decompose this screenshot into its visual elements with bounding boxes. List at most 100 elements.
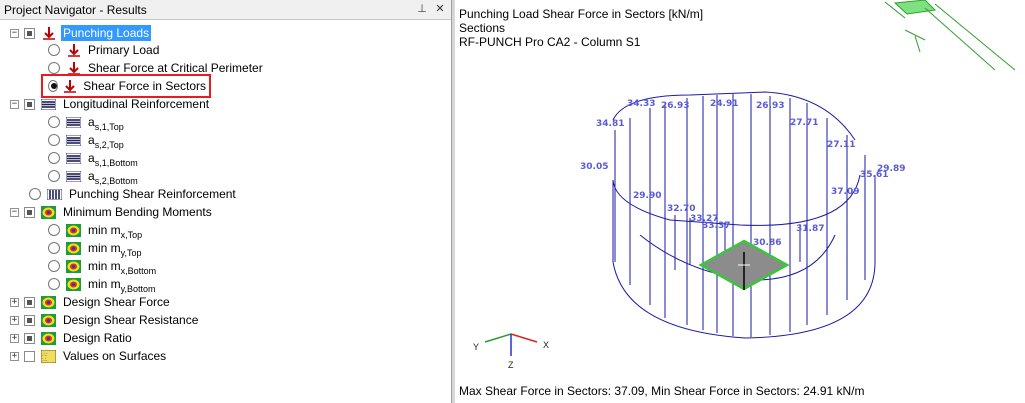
tree-node-as-2-bottom[interactable]: as,2,Bottom: [48, 167, 140, 186]
tree-node-min-my-top[interactable]: min my,Top: [48, 239, 144, 258]
collapse-icon[interactable]: −: [10, 206, 19, 217]
tree-node-minimum-bending-moments[interactable]: − Minimum Bending Moments: [10, 203, 214, 221]
graphics-viewport[interactable]: Punching Load Shear Force in Sectors [kN…: [455, 0, 1025, 403]
radio-button[interactable]: [48, 170, 60, 182]
radio-button[interactable]: [48, 152, 60, 164]
radio-button-selected[interactable]: [48, 80, 59, 92]
radio-button[interactable]: [48, 62, 60, 74]
contour-icon: [41, 313, 56, 327]
tree-label[interactable]: Punching Loads: [61, 25, 152, 41]
radio-button[interactable]: [48, 278, 60, 290]
contour-icon: [66, 223, 81, 237]
tree-node-shear-force-critical-perimeter[interactable]: Shear Force at Critical Perimeter: [48, 59, 265, 77]
shear-force-diagram: 34.33 26.93 24.91 26.93 34.81 27.71 30.0…: [473, 0, 1016, 370]
tree-label[interactable]: min my,Top: [88, 241, 142, 258]
expand-icon[interactable]: +: [10, 350, 19, 361]
collapse-icon[interactable]: −: [10, 27, 19, 38]
group-checkbox[interactable]: [24, 27, 35, 39]
radio-button[interactable]: [48, 242, 60, 254]
tree-label[interactable]: Primary Load: [88, 43, 160, 57]
tree-node-primary-load[interactable]: Primary Load: [48, 41, 161, 59]
sector-value-label: 30.86: [753, 238, 781, 248]
navigator-tree: − Punching Loads Primary Load Shear Forc…: [0, 20, 451, 403]
tree-label[interactable]: Shear Force at Critical Perimeter: [88, 61, 263, 75]
tree-label[interactable]: as,1,Top: [88, 115, 124, 132]
expand-icon[interactable]: +: [10, 314, 19, 325]
tree-label[interactable]: Minimum Bending Moments: [63, 205, 212, 219]
sector-value-label: 37.09: [831, 187, 859, 197]
tree-node-longitudinal-reinforcement[interactable]: − Longitudinal Reinforcement: [10, 95, 211, 113]
close-icon[interactable]: ✕: [435, 3, 445, 15]
sector-value-label: 35.61: [860, 170, 888, 180]
tree-label[interactable]: as,2,Bottom: [88, 169, 138, 186]
tree-node-as-2-top[interactable]: as,2,Top: [48, 131, 126, 150]
red-punch-icon: [41, 26, 56, 40]
red-punch-icon: [66, 43, 81, 57]
sector-value-label: 24.91: [710, 99, 738, 109]
tree-node-as-1-top[interactable]: as,1,Top: [48, 113, 126, 132]
tree-label[interactable]: Design Shear Resistance: [63, 313, 199, 327]
group-checkbox[interactable]: [24, 98, 35, 110]
tree-label[interactable]: Values on Surfaces: [63, 349, 167, 363]
tree-label[interactable]: Shear Force in Sectors: [83, 79, 206, 93]
group-checkbox[interactable]: [24, 332, 35, 344]
tree-label[interactable]: Punching Shear Reinforcement: [69, 187, 236, 201]
tree-node-values-on-surfaces[interactable]: + .:.::.:. Values on Surfaces: [10, 347, 168, 365]
pin-icon[interactable]: ⊥: [417, 3, 427, 15]
tree-label[interactable]: as,2,Top: [88, 133, 124, 150]
collapse-icon[interactable]: −: [10, 98, 19, 109]
tree-label[interactable]: Design Ratio: [63, 331, 132, 345]
sector-value-label: 29.90: [633, 191, 661, 201]
tree-label[interactable]: as,1,Bottom: [88, 151, 138, 168]
group-checkbox[interactable]: [24, 296, 35, 308]
contour-icon: [41, 295, 56, 309]
tree-node-min-mx-top[interactable]: min mx,Top: [48, 221, 144, 240]
tree-node-min-mx-bottom[interactable]: min mx,Bottom: [48, 257, 158, 276]
sector-value-label: 27.71: [790, 118, 818, 128]
tree-node-as-1-bottom[interactable]: as,1,Bottom: [48, 149, 140, 168]
tree-node-design-shear-resistance[interactable]: + Design Shear Resistance: [10, 311, 200, 329]
axis-z-label: Z: [508, 360, 514, 370]
radio-button[interactable]: [48, 224, 60, 236]
contour-icon: [41, 205, 56, 219]
column-section: [698, 239, 790, 291]
navigator-title: Project Navigator - Results: [4, 2, 147, 17]
tree-label[interactable]: Longitudinal Reinforcement: [63, 97, 210, 111]
tree-node-design-shear-force[interactable]: + Design Shear Force: [10, 293, 172, 311]
reinforcement-bars-icon: [66, 152, 81, 165]
view-info-title: Punching Load Shear Force in Sectors [kN…: [459, 7, 704, 21]
tree-node-punching-shear-reinforcement[interactable]: Punching Shear Reinforcement: [29, 185, 238, 203]
view-info-sections: Sections: [459, 21, 506, 35]
group-checkbox[interactable]: [24, 206, 35, 218]
group-checkbox[interactable]: [24, 350, 35, 362]
axis-triad: X Y Z: [473, 333, 549, 370]
tree-node-shear-force-in-sectors[interactable]: Shear Force in Sectors: [41, 74, 211, 98]
radio-button[interactable]: [48, 260, 60, 272]
surface-values-icon: .:.::.:.: [41, 349, 56, 363]
structure-fragment: [884, 0, 1016, 71]
radio-button[interactable]: [48, 134, 60, 146]
reinforcement-bars-icon: [66, 134, 81, 147]
project-navigator-panel: Project Navigator - Results ⊥ ✕ − Punchi…: [0, 0, 452, 403]
radio-button[interactable]: [29, 188, 41, 200]
tree-label[interactable]: Design Shear Force: [63, 295, 170, 309]
sector-value-label: 26.93: [756, 101, 784, 111]
tree-node-design-ratio[interactable]: + Design Ratio: [10, 329, 134, 347]
expand-icon[interactable]: +: [10, 296, 19, 307]
radio-button[interactable]: [48, 44, 60, 56]
tree-label[interactable]: min my,Bottom: [88, 277, 156, 294]
radio-button[interactable]: [48, 116, 60, 128]
navigator-title-bar: Project Navigator - Results ⊥ ✕: [0, 0, 451, 20]
view-footer-summary: Max Shear Force in Sectors: 37.09, Min S…: [459, 384, 865, 398]
group-checkbox[interactable]: [24, 314, 35, 326]
tree-node-min-my-bottom[interactable]: min my,Bottom: [48, 275, 158, 294]
contour-icon: [66, 277, 81, 291]
tree-label[interactable]: min mx,Top: [88, 223, 143, 240]
tree-node-punching-loads[interactable]: − Punching Loads: [10, 24, 152, 42]
tree-label[interactable]: min mx,Bottom: [88, 259, 157, 276]
expand-icon[interactable]: +: [10, 332, 19, 343]
red-punch-icon: [64, 79, 77, 93]
sector-value-label: 26.93: [661, 101, 689, 111]
svg-text::.:.: :.:.: [42, 357, 48, 363]
reinforcement-bars-icon: [41, 98, 56, 111]
